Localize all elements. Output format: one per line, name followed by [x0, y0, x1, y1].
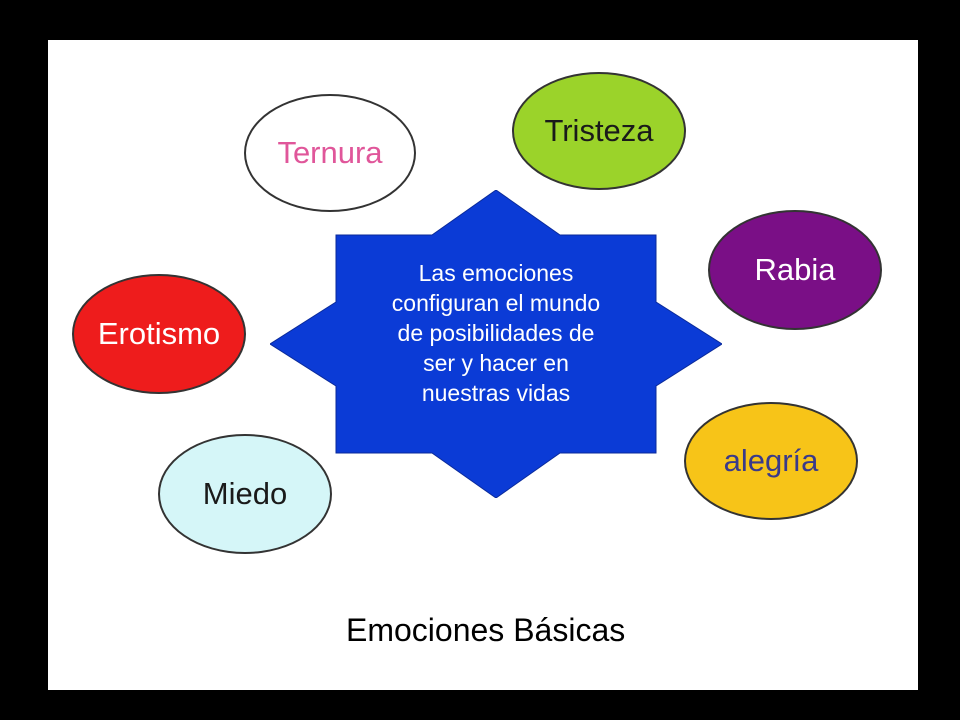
center-line: Las emociones	[418, 260, 574, 286]
center-star-polygon	[270, 190, 722, 498]
emotion-label: Tristeza	[544, 113, 654, 148]
emotion-ternura: Ternura	[244, 94, 416, 212]
emotion-erotismo: Erotismo	[72, 274, 246, 394]
center-statement: Las emociones configuran el mundo de pos…	[348, 258, 644, 408]
emotion-label: alegría	[723, 443, 819, 478]
center-star-shape	[270, 190, 722, 498]
emotion-label: Rabia	[754, 252, 836, 287]
center-line: nuestras vidas	[421, 380, 571, 406]
emotion-rabia: Rabia	[708, 210, 882, 330]
center-line: ser y hacer en	[423, 350, 569, 376]
slide-title: Emociones Básicas	[346, 612, 626, 648]
center-line: de posibilidades de	[397, 320, 595, 346]
emotion-tristeza: Tristeza	[512, 72, 686, 190]
center-line: configuran el mundo	[391, 290, 601, 316]
emotion-label: Ternura	[277, 135, 383, 170]
emotion-miedo: Miedo	[158, 434, 332, 554]
slide: Las emociones configuran el mundo de pos…	[48, 40, 918, 690]
emotion-label: Miedo	[202, 476, 288, 511]
emotion-label: Erotismo	[97, 316, 221, 351]
emotion-alegria: alegría	[684, 402, 858, 520]
